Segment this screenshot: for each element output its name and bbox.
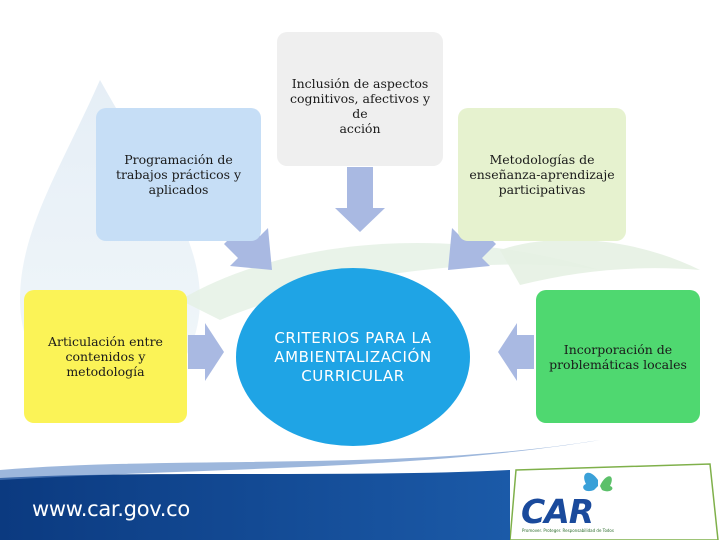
logo-panel <box>510 463 719 540</box>
node-text-line: trabajos prácticos y <box>115 167 242 182</box>
footer-band <box>0 470 510 540</box>
node-text-line: Inclusión de aspectos <box>291 76 429 91</box>
center-text-line: CURRICULAR <box>301 366 405 385</box>
node-text-line: aplicados <box>148 182 209 197</box>
node-text-line: Programación de <box>124 152 233 167</box>
node-text-line: enseñanza-aprendizaje <box>469 167 615 182</box>
node-programacion-trabajos: Programación de trabajos prácticos y apl… <box>96 108 261 241</box>
node-text-line: metodología <box>66 364 145 379</box>
center-node-criterios: CRITERIOS PARA LA AMBIENTALIZACIÓN CURRI… <box>236 268 470 446</box>
butterfly-icon <box>583 472 598 492</box>
node-text-line: participativas <box>498 182 586 197</box>
node-text-line: Incorporación de <box>563 341 673 357</box>
website-url: www.car.gov.co <box>32 497 190 521</box>
center-text-line: AMBIENTALIZACIÓN <box>274 347 432 366</box>
center-text-line: CRITERIOS PARA LA <box>274 328 432 347</box>
node-text-line: cognitivos, afectivos y de <box>289 91 431 121</box>
node-text-line: contenidos y <box>65 349 146 364</box>
logo-tagline: Promover. Proteger. Responsabilidad de T… <box>522 528 614 533</box>
car-logo: CAR <box>521 492 594 531</box>
leaf-swoosh-2 <box>500 239 700 285</box>
node-articulacion-contenidos: Articulación entre contenidos y metodolo… <box>24 290 187 423</box>
node-metodologias-ensenanza: Metodologías de enseñanza-aprendizaje pa… <box>458 108 626 241</box>
node-text-line: acción <box>339 121 381 136</box>
node-problematicas-locales: Incorporación de problemáticas locales <box>536 290 700 423</box>
node-text-line: Metodologías de <box>489 152 595 167</box>
node-inclusion-aspectos: Inclusión de aspectos cognitivos, afecti… <box>277 32 443 166</box>
node-text-line: problemáticas locales <box>549 356 687 372</box>
footer-swoosh <box>0 440 600 480</box>
node-text-line: Articulación entre <box>48 334 163 349</box>
